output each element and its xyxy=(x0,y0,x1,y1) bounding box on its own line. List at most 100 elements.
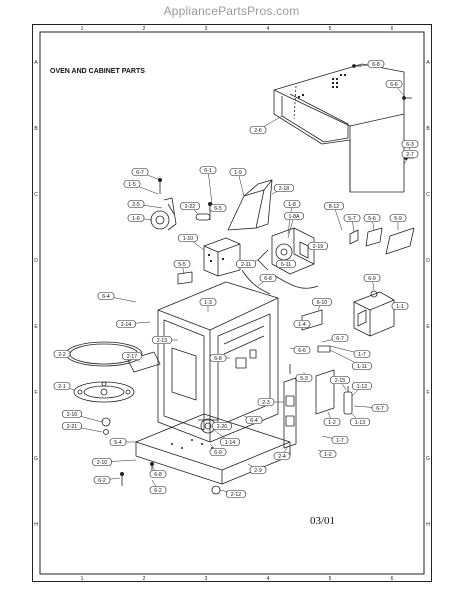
callout-pill xyxy=(311,297,333,307)
callout-label: 2-3 xyxy=(262,400,270,406)
callout-label: 6-2 xyxy=(98,478,106,484)
callout-pill xyxy=(61,409,83,419)
callout-2-17: 2-17 xyxy=(121,351,143,361)
callout-pill xyxy=(283,199,301,209)
grid-col-bottom: 5 xyxy=(329,576,332,582)
foot-part xyxy=(211,485,221,495)
callout-pill xyxy=(199,165,217,175)
capacitor-block-part xyxy=(203,237,241,277)
callout-pill xyxy=(209,353,227,363)
grid-row-right: B xyxy=(426,126,430,132)
callout-label: 1-3 xyxy=(204,300,212,306)
cavity-cover-part xyxy=(127,351,161,373)
callout-2-22: 2-22 xyxy=(179,201,201,211)
callout-label: 6-2 xyxy=(154,488,162,494)
parts-artwork xyxy=(65,63,415,495)
callout-pill xyxy=(273,451,291,461)
callout-2-15: 2-15 xyxy=(329,375,351,385)
callout-6-11: 6-11 xyxy=(275,259,297,269)
grid-col-top: 2 xyxy=(143,26,146,32)
callout-label: 6-3 xyxy=(406,142,414,148)
blower-duct-part xyxy=(227,179,273,231)
callout-pill xyxy=(177,233,199,243)
diagram-title: OVEN AND CABINET PARTS xyxy=(50,68,145,75)
callout-2-21: 2-21 xyxy=(61,421,83,431)
grid-col-top: 5 xyxy=(329,26,332,32)
hv-capacitor-part xyxy=(315,369,353,415)
callout-2-12: 2-12 xyxy=(225,489,247,499)
callout-pill xyxy=(91,457,113,467)
callout-6-7-mid: 6-7 xyxy=(331,333,349,343)
callout-pill xyxy=(209,447,227,457)
callout-label: 6-7 xyxy=(376,406,384,412)
callout-pill xyxy=(97,291,115,301)
callout-2-2: 2-2 xyxy=(53,349,71,359)
wire-holder-part xyxy=(349,229,359,245)
callout-6-9-bot: 6-9 xyxy=(209,447,227,457)
callout-pill xyxy=(319,449,337,459)
callout-1-13: 1-13 xyxy=(349,417,371,427)
callout-pill xyxy=(385,79,403,89)
callout-pill xyxy=(209,203,227,213)
callout-1-2-a: 1-2 xyxy=(323,417,341,427)
callout-6-3: 6-3 xyxy=(401,139,419,149)
callout-label: 1-14 xyxy=(225,440,235,446)
grid-col-bottom: 2 xyxy=(143,576,146,582)
callout-label: 1-8A xyxy=(289,214,300,220)
callout-6-9: 6-9 xyxy=(363,273,381,283)
callout-label: 2-19 xyxy=(313,244,323,250)
grid-row-left: H xyxy=(34,522,38,528)
callout-5-5: 5-5 xyxy=(173,259,191,269)
callout-1-7-top: 1-7 xyxy=(353,349,371,359)
callout-1-11: 1-11 xyxy=(351,361,373,371)
callout-pill xyxy=(363,273,381,283)
grid-row-right: H xyxy=(426,522,430,528)
callout-pill xyxy=(351,361,373,371)
callout-label: 2-9 xyxy=(254,468,262,474)
callout-2-14: 2-14 xyxy=(115,319,137,329)
grid-row-right: C xyxy=(426,192,430,198)
callout-pill xyxy=(401,149,419,159)
callout-pill xyxy=(61,421,83,431)
callout-6-8-center: 6-8 xyxy=(209,353,227,363)
callout-6-6-mid: 6-6 xyxy=(293,345,311,355)
callout-6-10: 6-10 xyxy=(311,297,333,307)
callout-pill xyxy=(273,183,295,193)
callout-pill xyxy=(293,319,311,329)
grid-row-left: B xyxy=(34,126,38,132)
callout-pill xyxy=(109,437,127,447)
callout-6-2-b: 6-2 xyxy=(149,485,167,495)
callout-pill xyxy=(53,381,71,391)
callout-6-5: 6-5 xyxy=(209,203,227,213)
callout-label: 1-2 xyxy=(328,420,336,426)
callout-label: 5-6 xyxy=(368,216,376,222)
callout-2-1: 2-1 xyxy=(53,381,71,391)
callout-6-7-top: 6-7 xyxy=(131,167,149,177)
callout-label: 6-8 xyxy=(372,62,380,68)
callout-pill xyxy=(293,345,311,355)
callout-pill xyxy=(249,465,267,475)
callout-label: 2-11 xyxy=(241,262,251,268)
callout-1-6: 1-6 xyxy=(127,213,145,223)
callout-label: 1-6 xyxy=(132,216,140,222)
callout-pill xyxy=(127,199,145,209)
callout-label: 6-11 xyxy=(281,262,291,268)
grid-row-left: G xyxy=(34,456,38,462)
callout-pill xyxy=(259,273,277,283)
callout-1-8a: 1-8A xyxy=(283,211,305,221)
callout-1-3: 1-3 xyxy=(199,297,217,307)
callout-1-14: 1-14 xyxy=(219,437,241,447)
callout-label: 6-8 xyxy=(154,472,162,478)
callout-pill xyxy=(173,259,191,269)
callout-6-6: 6-6 xyxy=(385,79,403,89)
callout-6-8-bot: 6-8 xyxy=(149,469,167,479)
callout-label: 6-6 xyxy=(390,82,398,88)
callout-label: 5-3 xyxy=(300,376,308,382)
grid-row-right: G xyxy=(426,456,430,462)
callout-1-7-bot: 1-7 xyxy=(331,435,349,445)
callout-pill xyxy=(307,241,329,251)
callout-5-7: 5-7 xyxy=(343,213,361,223)
callout-pill xyxy=(323,417,341,427)
callout-pill xyxy=(295,373,313,383)
callout-5-6: 5-6 xyxy=(363,213,381,223)
